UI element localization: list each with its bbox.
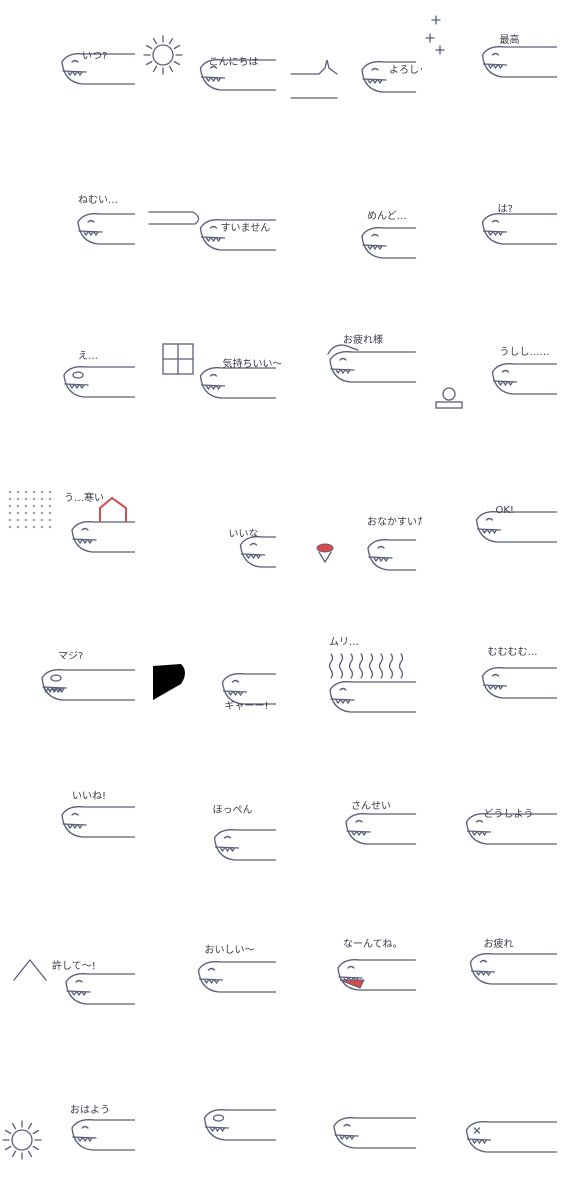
sticker-caption: ギャーー! (224, 701, 269, 712)
creature-hungry-icon (316, 539, 417, 571)
creature-cheek-icon (213, 829, 276, 861)
sticker-cell[interactable] (141, 1050, 282, 1200)
creature-forgive-icon (13, 958, 136, 1005)
creature-lazy-icon (361, 227, 417, 259)
sticker-cell[interactable]: どうしよう (422, 750, 562, 900)
sticker-cell[interactable]: ギャーー! (141, 600, 282, 750)
sticker-caption: すいません (220, 223, 271, 234)
sticker-caption: は? (497, 204, 513, 215)
creature-really-icon (41, 669, 136, 701)
sticker-caption: お疲れ (483, 939, 514, 950)
sticker-cell[interactable]: は? (422, 150, 562, 300)
creature-dizzy-icon (465, 1121, 557, 1153)
sticker-cell[interactable]: ムリ… (281, 600, 422, 750)
sticker-cell[interactable]: うしし…… (422, 300, 562, 450)
creature-open-mouth-icon (203, 1109, 276, 1141)
sticker-cell[interactable]: 気持ちいい〜 (141, 300, 282, 450)
creature-joking-icon (337, 959, 417, 991)
sticker-cell[interactable]: OK! (422, 450, 562, 600)
sticker-cell[interactable]: ほっぺん (141, 750, 282, 900)
sticker-caption: お疲れ様 (343, 335, 383, 346)
sticker-caption: むむむむ… (487, 647, 538, 658)
sticker-caption: おなかすいた… (367, 517, 422, 528)
creature-good-icon (61, 806, 136, 838)
sticker-caption: どうしよう (483, 809, 534, 820)
sticker-cell[interactable]: なーんてね。 (281, 900, 422, 1050)
creature-plain-icon (333, 1117, 417, 1149)
sticker-caption: いつ? (82, 51, 108, 62)
creature-sleepy-icon (77, 213, 136, 245)
sticker-cell[interactable]: おいしい〜 (141, 900, 282, 1050)
sticker-caption: ムリ… (329, 637, 359, 648)
creature-ok-icon (475, 511, 557, 543)
sticker-cell[interactable]: こんにちは (141, 0, 282, 150)
sticker-cell[interactable]: ねむい… (0, 150, 141, 300)
creature-apology-icon (147, 211, 276, 251)
sticker-caption: おいしい〜 (204, 945, 255, 956)
creature-worried-icon (465, 813, 557, 845)
sticker-caption: 最高 (499, 35, 520, 46)
sticker-cell[interactable]: お疲れ様 (281, 300, 422, 450)
sticker-cell[interactable]: おなかすいた… (281, 450, 422, 600)
sticker-cell[interactable]: マジ? (0, 600, 141, 750)
sticker-cell[interactable]: いいな (141, 450, 282, 600)
sticker-cell[interactable]: むむむむ… (422, 600, 562, 750)
sticker-caption: 気持ちいい〜 (222, 359, 282, 370)
sticker-cell[interactable]: いいね! (0, 750, 141, 900)
sticker-cell[interactable] (422, 1050, 562, 1200)
sticker-cell[interactable]: お疲れ (422, 900, 562, 1050)
sticker-cell[interactable]: いつ? (0, 0, 141, 150)
creature-building-icon (239, 536, 276, 568)
sticker-caption: いいな (228, 529, 259, 540)
sticker-cell[interactable]: え… (0, 300, 141, 450)
sticker-cell[interactable]: おはよう (0, 1050, 141, 1200)
sticker-caption: OK! (495, 505, 514, 516)
sticker-caption: マジ? (58, 651, 84, 662)
sticker-caption: う…寒い (64, 493, 104, 504)
sticker-caption: よろしく (389, 65, 422, 76)
creature-scream-icon (152, 664, 276, 705)
creature-head-icon (61, 53, 136, 85)
creature-window-icon (161, 343, 276, 399)
creature-impossible-icon (328, 653, 417, 713)
sticker-caption: こんにちは (208, 57, 259, 68)
sticker-caption: なーんてね。 (343, 939, 403, 950)
sticker-cell[interactable]: 許して〜! (0, 900, 141, 1050)
creature-huh-icon (481, 213, 557, 245)
sticker-caption: うしし…… (499, 347, 550, 358)
sticker-cell[interactable]: 最高 (422, 0, 562, 150)
sticker-cell[interactable] (281, 1050, 422, 1200)
sticker-caption: めんど… (367, 211, 407, 222)
sticker-caption: おはよう (70, 1105, 110, 1116)
sticker-caption: ねむい… (78, 195, 118, 206)
sticker-cell[interactable]: う…寒い (0, 450, 141, 600)
sticker-cell[interactable]: めんど… (281, 150, 422, 300)
creature-cap-icon (327, 344, 417, 383)
sticker-cell[interactable]: よろしく (281, 0, 422, 150)
creature-sparkle-icon (424, 15, 557, 78)
sticker-caption: え… (78, 351, 98, 362)
sticker-caption: さんせい (351, 801, 391, 812)
creature-bowing-icon (290, 59, 417, 99)
creature-snow-icon (8, 490, 136, 553)
creature-agree-icon (345, 813, 417, 845)
creature-hmm-icon (481, 667, 557, 699)
creature-morning-icon (2, 1119, 136, 1160)
sticker-cell[interactable]: さんせい (281, 750, 422, 900)
creature-with-sun-icon (142, 35, 276, 91)
sticker-caption: 許して〜! (52, 961, 96, 972)
sticker-caption: いいね! (72, 791, 107, 802)
creature-shocked-icon (63, 366, 136, 398)
sticker-caption: ほっぺん (212, 805, 253, 816)
creature-grin-icon (434, 363, 557, 409)
creature-tasty-icon (197, 961, 276, 993)
creature-tired-icon (469, 953, 557, 985)
sticker-cell[interactable]: すいません (141, 150, 282, 300)
